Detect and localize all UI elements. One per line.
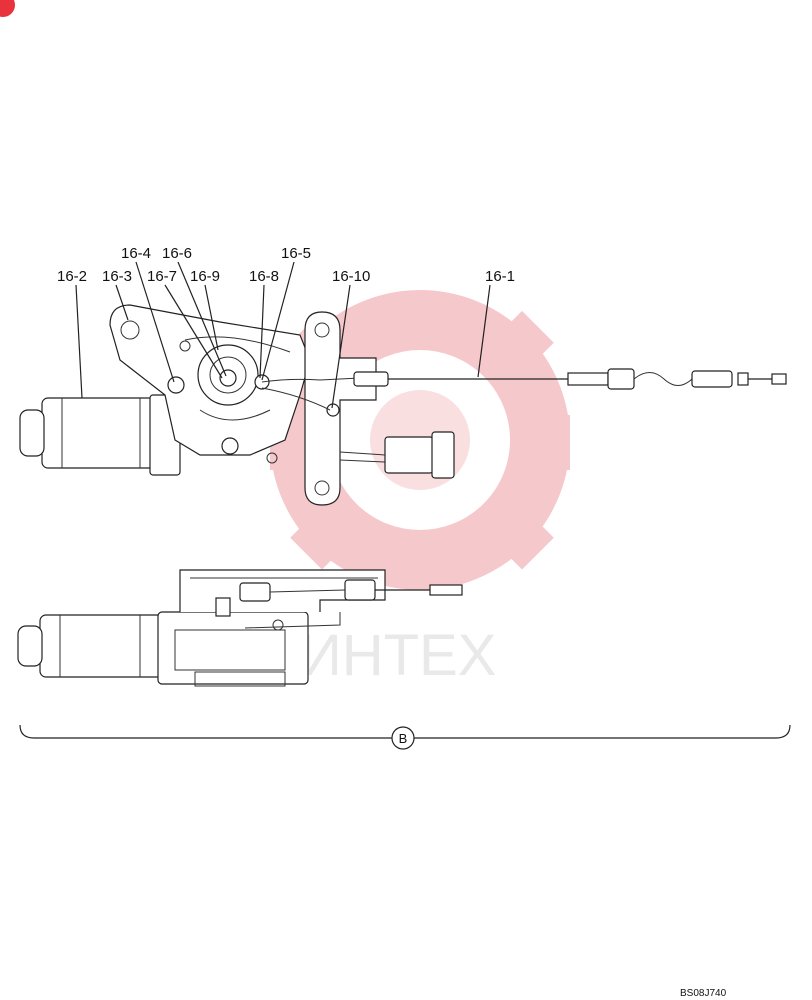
cable-side: [244, 579, 463, 629]
motor-body-top: [19, 394, 181, 476]
callout-16-6: 16-6: [162, 245, 192, 262]
group-brace: [19, 724, 791, 750]
leader-lines: [75, 261, 491, 409]
bracket-side: [179, 569, 386, 631]
connector-top: [339, 431, 455, 479]
callout-16-4: 16-4: [121, 245, 151, 262]
mounting-bracket-top: [304, 311, 377, 506]
callout-16-5: 16-5: [281, 245, 311, 262]
callout-16-1: 16-1: [485, 268, 515, 285]
gear-housing-top: [109, 304, 311, 464]
callout-16-3: 16-3: [102, 268, 132, 285]
callout-16-2: 16-2: [57, 268, 87, 285]
corner-logo-icon: [0, 0, 15, 17]
cable-top: [261, 368, 787, 411]
watermark-text: ИНТЕХ: [300, 623, 496, 688]
callout-16-10: 16-10: [332, 268, 370, 285]
callout-16-8: 16-8: [249, 268, 279, 285]
motor-body-side: [17, 611, 309, 687]
drawing-code: BS08J740: [680, 988, 727, 999]
group-marker: B: [399, 731, 408, 746]
callout-16-9: 16-9: [190, 268, 220, 285]
callout-16-7: 16-7: [147, 268, 177, 285]
